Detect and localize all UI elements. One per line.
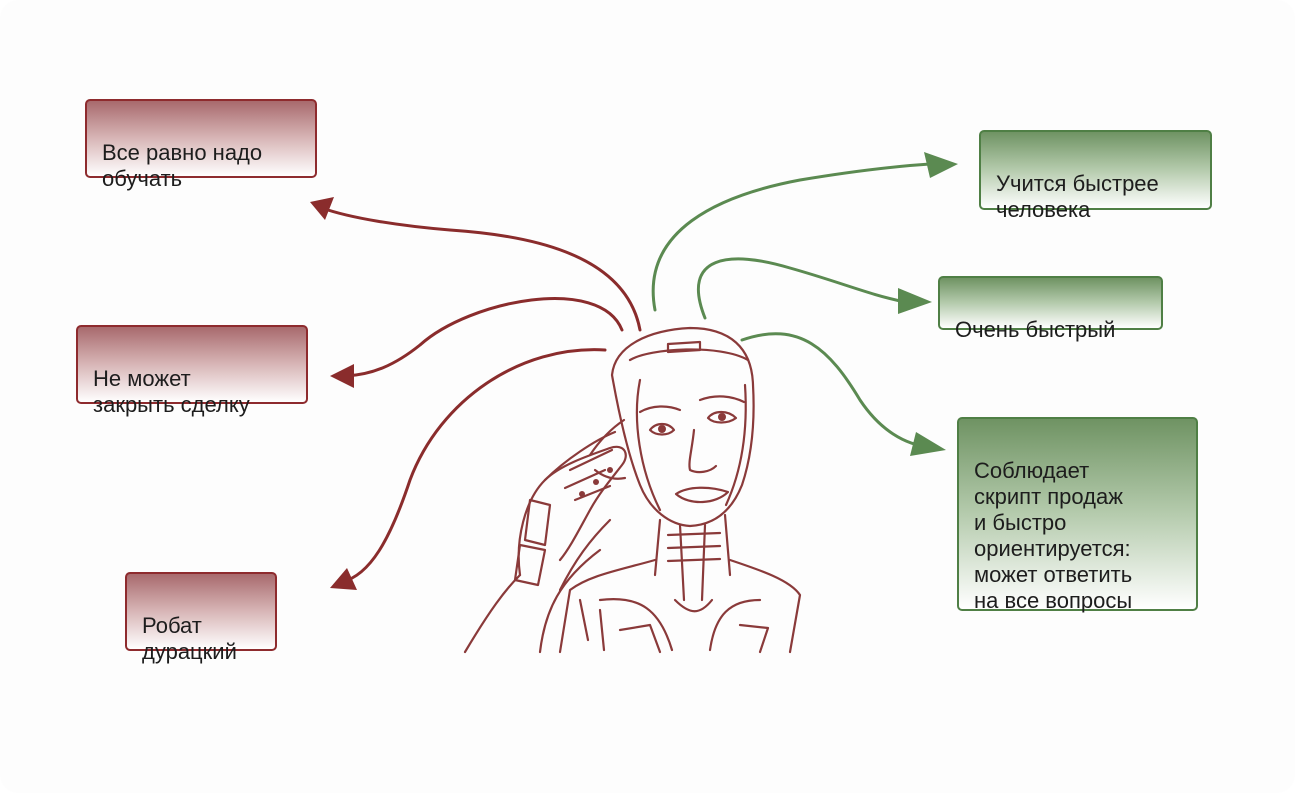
arrow-to-con-2: [343, 297, 624, 378]
robot-head-outline: [610, 326, 755, 528]
arrowhead-con-2: [330, 364, 354, 388]
robot-neck: [653, 513, 732, 577]
robot-mouth: [674, 486, 730, 504]
pro-label: Очень быстрый: [955, 317, 1116, 342]
con-label: Не может закрыть сделку: [93, 366, 250, 417]
arrowhead-pro-2: [898, 288, 932, 314]
robot-torso: [558, 558, 657, 654]
robot-arm: [463, 573, 522, 654]
pro-label: Учится быстрее человека: [996, 171, 1159, 222]
pro-label: Соблюдает скрипт продаж и быстро ориенти…: [974, 458, 1133, 613]
con-label: Все равно надо обучать: [102, 140, 263, 191]
robot-right-eye: [706, 410, 738, 424]
con-box-must-train: Все равно надо обучать: [85, 99, 317, 191]
arrowhead-pro-3: [910, 432, 946, 456]
con-box-cannot-close-deal: Не может закрыть сделку: [76, 325, 308, 417]
arrowhead-pro-1: [924, 152, 958, 178]
arrow-to-pro-3: [740, 332, 932, 449]
arrowhead-con-3: [330, 568, 357, 590]
arrow-to-con-3: [340, 348, 607, 584]
pro-box-very-fast: Очень быстрый: [938, 276, 1163, 342]
pro-box-learns-faster: Учится быстрее человека: [979, 130, 1212, 222]
arrow-to-con-1: [320, 206, 642, 332]
arrow-to-pro-1: [651, 162, 932, 312]
con-label: Робат дурацкий: [142, 613, 237, 664]
con-box-silly-robot: Робат дурацкий: [125, 572, 277, 664]
arrow-to-pro-2: [697, 257, 907, 320]
pro-box-follows-script: Соблюдает скрипт продаж и быстро ориенти…: [957, 417, 1198, 613]
robot-hand: [543, 445, 627, 562]
arrowhead-con-1: [310, 197, 334, 220]
robot-left-eye: [648, 422, 676, 436]
